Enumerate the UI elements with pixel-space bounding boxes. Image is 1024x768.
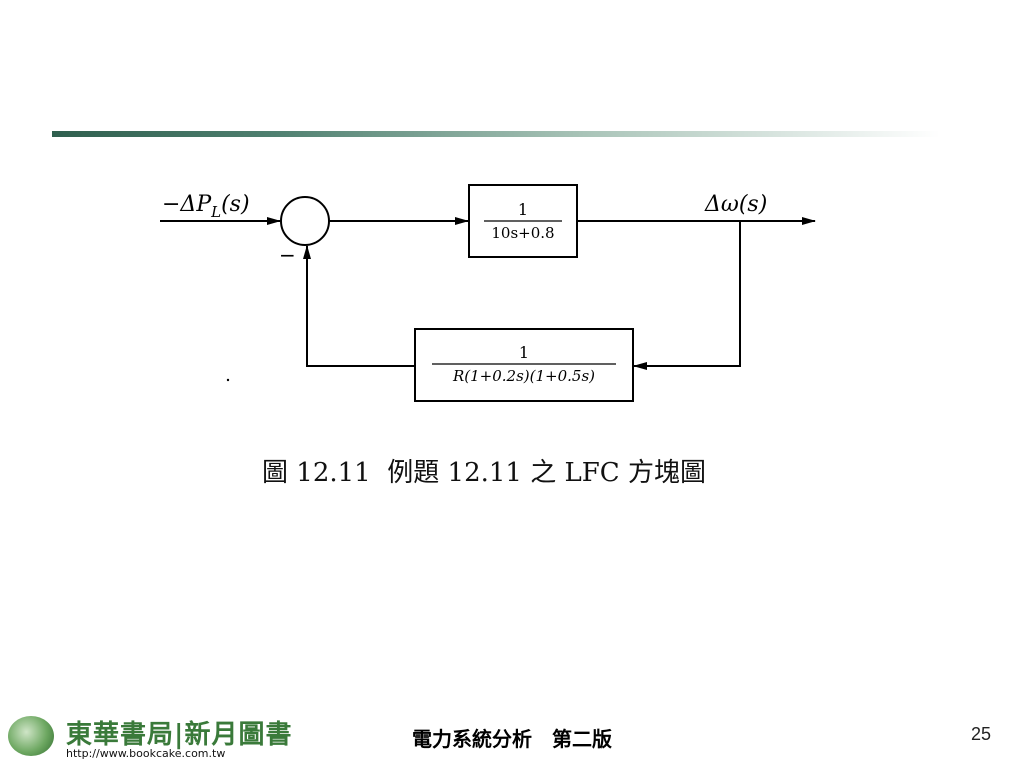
lfc-block-diagram: −ΔPL(s) − 1 10s+0.8 Δω(s) 1 R(1+0.2s)(1+…: [160, 184, 816, 402]
page-number: 25: [970, 724, 991, 744]
stray-dot: [226, 378, 230, 382]
publisher-name: 東華書局|新月圖書: [66, 720, 293, 750]
feedback-pickoff-line: [633, 221, 741, 370]
figure-description: 例題 12.11 之 LFC 方塊圖: [387, 458, 706, 488]
output-signal-label: Δω(s): [704, 192, 767, 217]
feedback-return-line: [303, 245, 415, 367]
figure-caption: 圖 12.11 例題 12.11 之 LFC 方塊圖: [0, 452, 968, 489]
summing-junction: [280, 196, 330, 246]
forward-numerator: 1: [518, 200, 528, 219]
globe-icon: [8, 716, 54, 756]
publisher-url: http://www.bookcake.com.tw: [66, 747, 226, 760]
forward-denominator: 10s+0.8: [491, 224, 554, 242]
figure-number: 圖 12.11: [262, 458, 371, 488]
publisher-logo: 東華書局|新月圖書 http://www.bookcake.com.tw: [4, 714, 291, 764]
title-divider-bar: [52, 131, 940, 137]
sum-minus-sign: −: [279, 243, 296, 267]
feedback-denominator: R(1+0.2s)(1+0.5s): [452, 367, 595, 385]
feedback-numerator: 1: [519, 343, 529, 362]
input-signal-label: −ΔPL(s): [162, 192, 250, 221]
footer-book-title: 電力系統分析 第二版: [412, 727, 612, 751]
feedback-transfer-block: [414, 328, 634, 402]
